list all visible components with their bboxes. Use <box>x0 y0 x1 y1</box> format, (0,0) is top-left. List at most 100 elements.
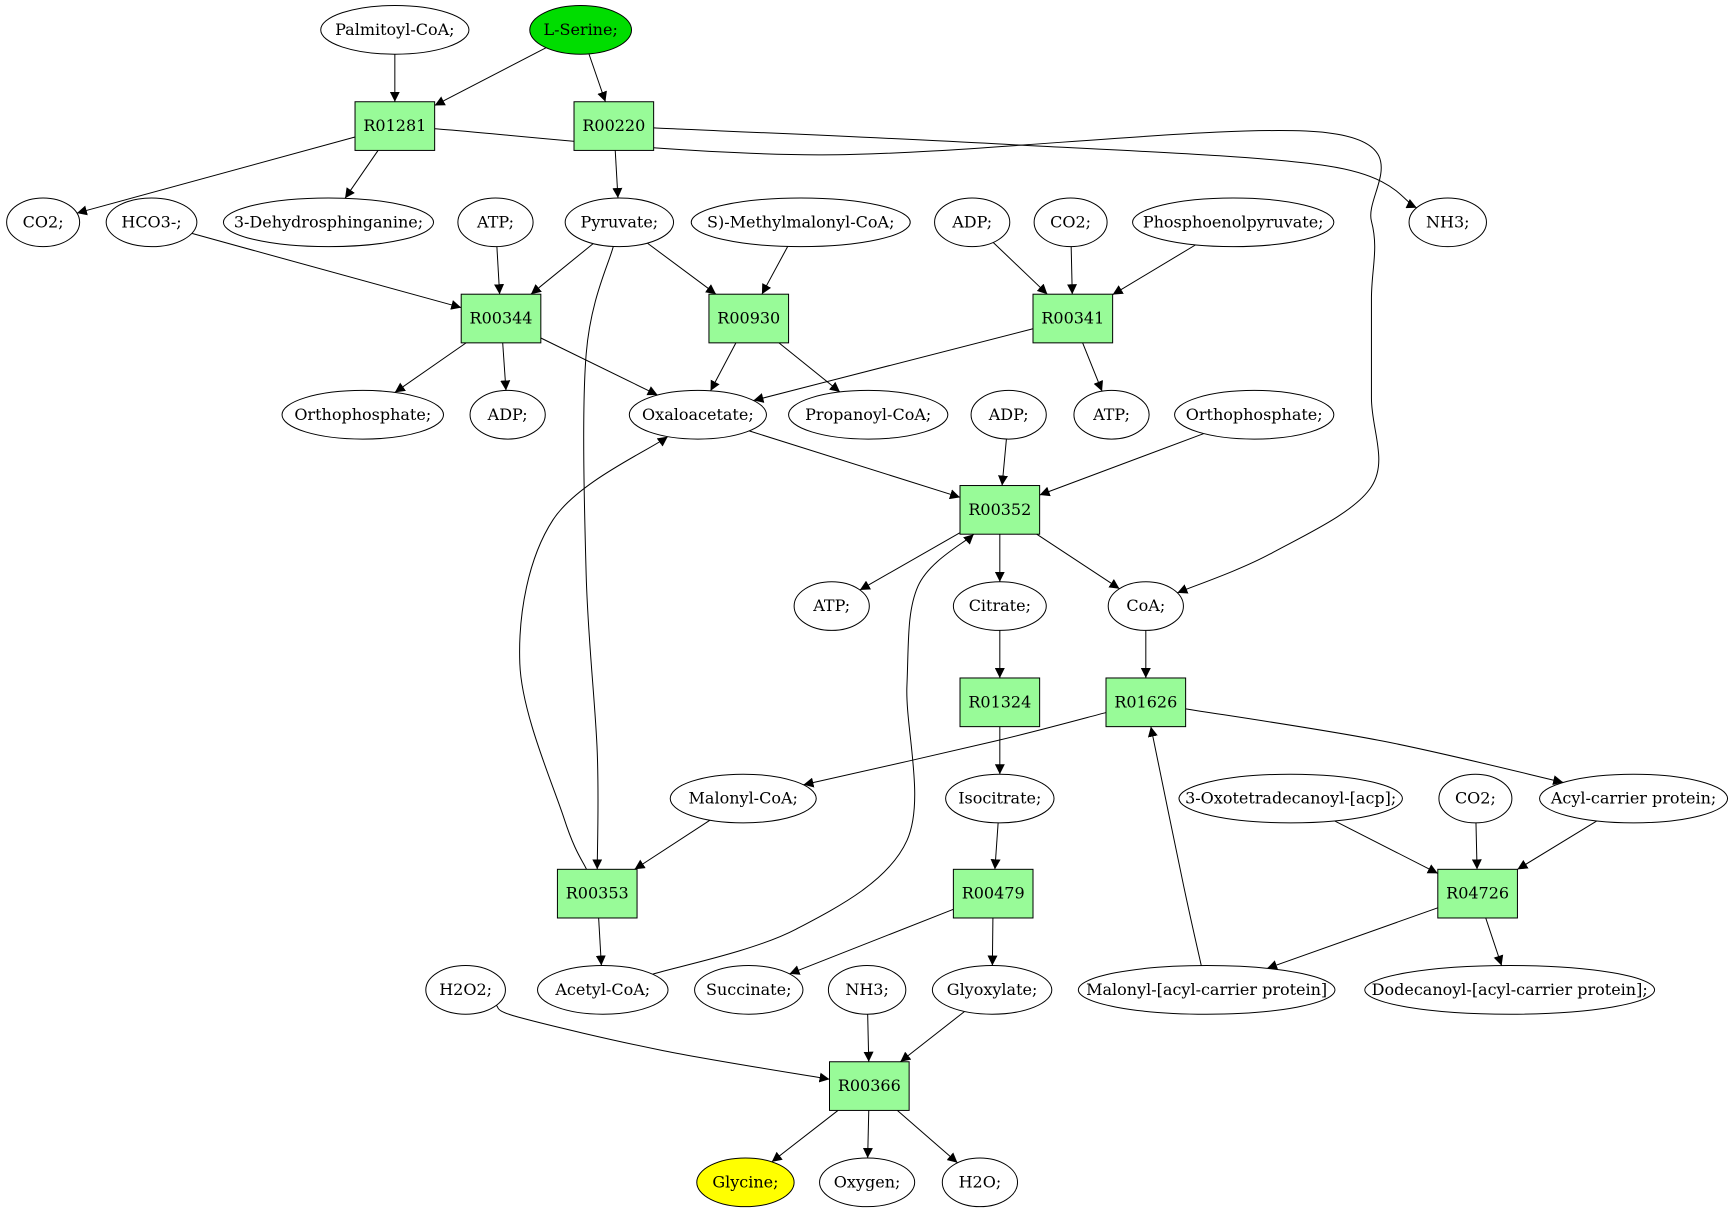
metabolite-node-atp_a[interactable]: ATP; <box>457 197 534 248</box>
metabolite-node-propanoyl[interactable]: Propanoyl-CoA; <box>788 389 949 440</box>
edge-co2_c-to-R04726 <box>1471 822 1482 870</box>
h2o-shape <box>941 1157 1019 1208</box>
smethyl-shape <box>690 197 911 248</box>
atp_b-shape <box>1073 389 1150 440</box>
edge-pyruvate-to-R00344 <box>530 243 594 295</box>
reaction-node-R01324[interactable]: R01324 <box>959 677 1041 728</box>
R00930-shape <box>708 293 790 344</box>
atp_c-shape <box>793 581 870 631</box>
metabolite-node-adp_c[interactable]: ADP; <box>970 389 1047 440</box>
R00353-label: R00353 <box>566 884 629 903</box>
glycine-shape <box>696 1157 795 1208</box>
reaction-node-R00479[interactable]: R00479 <box>952 868 1034 919</box>
metabolite-node-malonylacp[interactable]: Malonyl-[acyl-carrier protein] <box>1077 965 1336 1015</box>
metabolite-node-citrate[interactable]: Citrate; <box>952 581 1047 631</box>
metabolite-node-co2_c[interactable]: CO2; <box>1438 773 1513 824</box>
metabolite-node-pyruvate[interactable]: Pyruvate; <box>564 197 675 248</box>
malonylcoa-shape <box>669 773 817 824</box>
metabolite-node-coa[interactable]: CoA; <box>1107 581 1184 631</box>
R00353-shape <box>556 868 638 919</box>
metabolite-node-smethyl[interactable]: S)-Methylmalonyl-CoA; <box>690 197 911 248</box>
metabolite-node-succinate[interactable]: Succinate; <box>694 965 804 1015</box>
edge-R00930-to-propanoyl <box>778 342 841 393</box>
atp_a-label: ATP; <box>476 212 514 231</box>
pyruvate-shape <box>564 197 675 248</box>
metabolite-node-acetylcoa[interactable]: Acetyl-CoA; <box>537 965 669 1015</box>
edge-R00366-to-glycine <box>771 1110 839 1163</box>
edge-oxalo-to-R00352 <box>749 430 961 500</box>
metabolite-node-malonylcoa[interactable]: Malonyl-CoA; <box>669 773 817 824</box>
metabolite-node-co2_b[interactable]: CO2; <box>1033 197 1108 248</box>
metabolite-node-h2o[interactable]: H2O; <box>941 1157 1019 1208</box>
metabolite-node-glyoxylate[interactable]: Glyoxylate; <box>931 965 1053 1015</box>
edge-R00479-to-succinate <box>789 908 954 975</box>
co2_b-shape <box>1033 197 1108 248</box>
ortho_a-shape <box>281 389 445 440</box>
acp-label: Acyl-carrier protein; <box>1550 789 1716 808</box>
metabolite-node-atp_b[interactable]: ATP; <box>1073 389 1150 440</box>
edge-co2_b-to-R00341 <box>1067 246 1078 295</box>
ortho_b-label: Orthophosphate; <box>1186 405 1323 424</box>
metabolite-node-pep[interactable]: Phosphoenolpyruvate; <box>1132 197 1335 248</box>
reaction-node-R04726[interactable]: R04726 <box>1437 868 1518 919</box>
edge-R00352-to-atp_c <box>859 532 961 591</box>
metabolite-node-lserine[interactable]: L-Serine; <box>529 5 633 55</box>
pep-shape <box>1132 197 1335 248</box>
reaction-node-R00352[interactable]: R00352 <box>959 485 1041 535</box>
metabolite-node-atp_c[interactable]: ATP; <box>793 581 870 631</box>
edge-R00352-to-coa <box>1036 533 1120 590</box>
reaction-node-R00341[interactable]: R00341 <box>1032 293 1114 344</box>
metabolite-node-hco3[interactable]: HCO3-; <box>105 197 198 248</box>
reaction-node-R00344[interactable]: R00344 <box>460 293 542 344</box>
metabolite-node-h2o2[interactable]: H2O2; <box>425 965 506 1015</box>
metabolite-node-isocitrate[interactable]: Isocitrate; <box>945 773 1055 824</box>
metabolite-node-acp[interactable]: Acyl-carrier protein; <box>1539 773 1729 824</box>
edge-R01281-to-co2_a <box>76 136 356 216</box>
h2o2-shape <box>425 965 506 1015</box>
R00344-label: R00344 <box>470 309 533 328</box>
co2_c-label: CO2; <box>1455 789 1496 808</box>
edge-R00353-to-acetylcoa <box>595 917 606 966</box>
reaction-node-R00220[interactable]: R00220 <box>573 101 655 151</box>
palmitoyl-shape <box>320 5 470 55</box>
metabolite-node-adp_b[interactable]: ADP; <box>469 389 546 440</box>
smethyl-label: S)-Methylmalonyl-CoA; <box>707 212 895 231</box>
reaction-node-R00366[interactable]: R00366 <box>829 1061 910 1111</box>
metabolite-node-oxalo[interactable]: Oxaloacetate; <box>628 389 767 440</box>
hco3-shape <box>105 197 198 248</box>
metabolite-node-oxotetra[interactable]: 3-Oxotetradecanoyl-[acp]; <box>1178 773 1403 824</box>
metabolite-node-nh3_b[interactable]: NH3; <box>827 965 907 1015</box>
metabolite-node-glycine[interactable]: Glycine; <box>696 1157 795 1208</box>
edge-R00344-to-oxalo <box>540 337 658 396</box>
edge-R00341-to-oxalo <box>753 328 1034 403</box>
reaction-node-R00930[interactable]: R00930 <box>708 293 790 344</box>
reaction-node-R01626[interactable]: R01626 <box>1105 677 1187 728</box>
metabolite-node-dehydro[interactable]: 3-Dehydrosphinganine; <box>222 197 435 248</box>
R00930-label: R00930 <box>717 309 780 328</box>
metabolite-node-dodecanoyl[interactable]: Dodecanoyl-[acyl-carrier protein]; <box>1364 965 1656 1015</box>
edge-atp_a-to-R00344 <box>494 246 505 295</box>
R01281-shape <box>354 101 436 151</box>
oxotetra-label: 3-Oxotetradecanoyl-[acp]; <box>1185 789 1396 808</box>
succinate-shape <box>694 965 804 1015</box>
metabolite-node-oxygen[interactable]: Oxygen; <box>819 1157 916 1208</box>
edge-oxotetra-to-R04726 <box>1334 820 1439 874</box>
R00344-shape <box>460 293 542 344</box>
edge-R01281-to-coa <box>434 128 1382 594</box>
reaction-node-R01281[interactable]: R01281 <box>354 101 436 151</box>
metabolite-node-nh3_a[interactable]: NH3; <box>1408 197 1487 248</box>
propanoyl-shape <box>788 389 949 440</box>
oxalo-label: Oxaloacetate; <box>642 405 754 424</box>
metabolite-node-adp_a[interactable]: ADP; <box>934 197 1011 248</box>
edge-nh3_b-to-R00366 <box>863 1014 874 1062</box>
h2o-label: H2O; <box>959 1172 1002 1191</box>
edge-acp-to-R04726 <box>1517 820 1598 870</box>
acp-shape <box>1539 773 1729 824</box>
metabolite-node-co2_a[interactable]: CO2; <box>6 197 81 248</box>
reaction-node-R00353[interactable]: R00353 <box>556 868 638 919</box>
metabolite-node-ortho_a[interactable]: Orthophosphate; <box>281 389 445 440</box>
metabolite-node-ortho_b[interactable]: Orthophosphate; <box>1174 389 1335 440</box>
metabolite-node-palmitoyl[interactable]: Palmitoyl-CoA; <box>320 5 470 55</box>
